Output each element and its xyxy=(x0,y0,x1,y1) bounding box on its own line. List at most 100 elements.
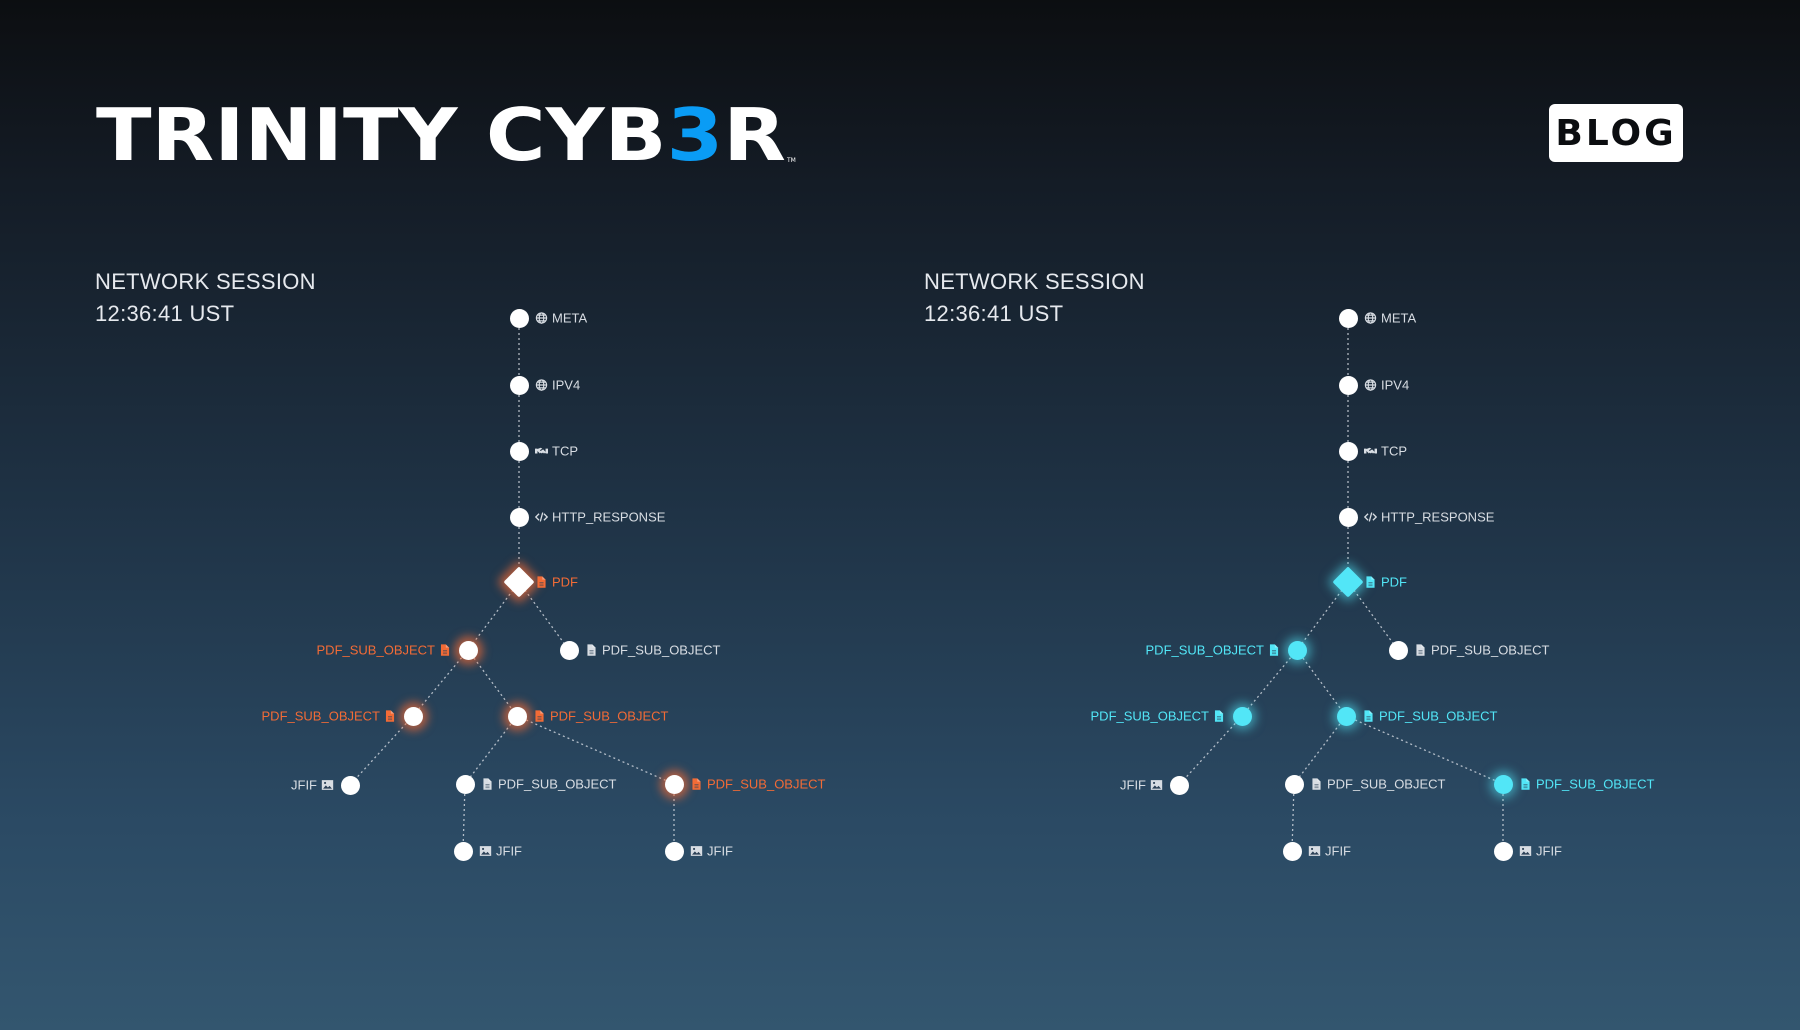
globe-icon xyxy=(535,379,548,392)
tree-edge xyxy=(1241,649,1298,717)
node-label[interactable]: PDF_SUB_OBJECT xyxy=(262,709,397,724)
tree-node[interactable] xyxy=(509,507,529,527)
tree-node[interactable] xyxy=(664,774,684,794)
tree-node[interactable] xyxy=(1338,441,1358,461)
node-label[interactable]: PDF_SUB_OBJECT xyxy=(1362,709,1497,724)
node-label-text: PDF_SUB_OBJECT xyxy=(1536,776,1655,792)
image-icon xyxy=(321,779,334,792)
node-label[interactable]: PDF_SUB_OBJECT xyxy=(533,709,668,724)
file-icon xyxy=(384,710,397,723)
tree-node[interactable] xyxy=(1338,375,1358,395)
svg-text:TM: TM xyxy=(786,157,796,164)
node-label[interactable]: IPV4 xyxy=(535,378,580,393)
node-label[interactable]: JFIF xyxy=(1308,844,1351,859)
tree-node[interactable] xyxy=(559,640,579,660)
session-time: 12:36:41 UST xyxy=(924,301,1064,326)
node-label[interactable]: PDF_SUB_OBJECT xyxy=(1414,643,1549,658)
node-label[interactable]: HTTP_RESPONSE xyxy=(1364,510,1494,525)
node-label-text: JFIF xyxy=(707,843,733,859)
node-label-text: TCP xyxy=(552,443,578,459)
pdf-diamond-node[interactable] xyxy=(503,566,535,598)
node-label[interactable]: PDF_SUB_OBJECT xyxy=(1519,777,1654,792)
node-label-text: JFIF xyxy=(1120,777,1146,793)
tree-node[interactable] xyxy=(1284,774,1304,794)
tree-node[interactable] xyxy=(458,640,478,660)
session-time: 12:36:41 UST xyxy=(95,301,235,326)
tree-node[interactable] xyxy=(1338,507,1358,527)
globe-icon xyxy=(1364,379,1377,392)
tree-node[interactable] xyxy=(1493,774,1513,794)
node-label[interactable]: TCP xyxy=(535,444,578,459)
node-label[interactable]: PDF_SUB_OBJECT xyxy=(481,777,616,792)
node-label[interactable]: PDF_SUB_OBJECT xyxy=(585,643,720,658)
tree-node[interactable] xyxy=(403,706,423,726)
node-label-text: HTTP_RESPONSE xyxy=(552,509,666,525)
node-label[interactable]: JFIF xyxy=(1519,844,1562,859)
tree-edge xyxy=(516,715,675,785)
tree-node[interactable] xyxy=(507,706,527,726)
node-label[interactable]: PDF_SUB_OBJECT xyxy=(1310,777,1445,792)
node-label-text: IPV4 xyxy=(552,377,581,393)
tree-edge xyxy=(1296,649,1347,717)
tree-edge xyxy=(412,649,469,717)
tree-edge xyxy=(462,783,466,852)
node-label-text: JFIF xyxy=(1325,843,1351,859)
node-label-text: PDF_SUB_OBJECT xyxy=(498,776,617,792)
node-label[interactable]: PDF_SUB_OBJECT xyxy=(690,777,825,792)
tree-node[interactable] xyxy=(455,774,475,794)
tree-node[interactable] xyxy=(453,841,473,861)
image-icon xyxy=(479,845,492,858)
tree-node[interactable] xyxy=(1169,775,1189,795)
tree-node[interactable] xyxy=(1282,841,1302,861)
tree-node[interactable] xyxy=(1287,640,1307,660)
tree-node[interactable] xyxy=(1338,308,1358,328)
node-label-text: TCP xyxy=(1381,443,1407,459)
node-label[interactable]: META xyxy=(535,311,587,326)
image-icon xyxy=(690,845,703,858)
node-label[interactable]: HTTP_RESPONSE xyxy=(535,510,665,525)
tree-node[interactable] xyxy=(340,775,360,795)
file-icon xyxy=(1213,710,1226,723)
tree-node[interactable] xyxy=(664,841,684,861)
node-label[interactable]: PDF_SUB_OBJECT xyxy=(1091,709,1226,724)
tree-node[interactable] xyxy=(509,375,529,395)
node-label[interactable]: PDF xyxy=(1364,575,1407,590)
pdf-diamond-node[interactable] xyxy=(1332,566,1364,598)
tree-node[interactable] xyxy=(1232,706,1252,726)
node-label[interactable]: PDF_SUB_OBJECT xyxy=(317,643,452,658)
node-label[interactable]: JFIF xyxy=(291,778,334,793)
handshake-icon xyxy=(535,445,548,458)
code-icon xyxy=(1364,511,1377,524)
file-icon xyxy=(1310,778,1323,791)
node-label[interactable]: META xyxy=(1364,311,1416,326)
node-label-text: PDF xyxy=(552,574,578,590)
node-label-text: PDF_SUB_OBJECT xyxy=(261,708,380,724)
file-icon xyxy=(1414,644,1427,657)
node-label-text: PDF xyxy=(1381,574,1407,590)
tree-node[interactable] xyxy=(1493,841,1513,861)
tree-node[interactable] xyxy=(1388,640,1408,660)
tree-edge xyxy=(518,581,570,651)
node-label[interactable]: PDF_SUB_OBJECT xyxy=(1146,643,1281,658)
node-label[interactable]: IPV4 xyxy=(1364,378,1409,393)
node-label-text: PDF_SUB_OBJECT xyxy=(1145,642,1264,658)
blog-button[interactable]: BLOG xyxy=(1549,104,1683,162)
node-label[interactable]: TCP xyxy=(1364,444,1407,459)
node-label-text: PDF_SUB_OBJECT xyxy=(707,776,826,792)
image-icon xyxy=(1519,845,1532,858)
file-icon xyxy=(585,644,598,657)
tree-node[interactable] xyxy=(1336,706,1356,726)
node-label[interactable]: JFIF xyxy=(690,844,733,859)
tree-node[interactable] xyxy=(509,308,529,328)
node-label[interactable]: JFIF xyxy=(479,844,522,859)
node-label[interactable]: PDF xyxy=(535,575,578,590)
image-icon xyxy=(1308,845,1321,858)
node-label[interactable]: JFIF xyxy=(1120,778,1163,793)
file-icon xyxy=(533,710,546,723)
tree-edge xyxy=(464,715,518,785)
tree-node[interactable] xyxy=(509,441,529,461)
image-icon xyxy=(1150,779,1163,792)
globe-icon xyxy=(1364,312,1377,325)
